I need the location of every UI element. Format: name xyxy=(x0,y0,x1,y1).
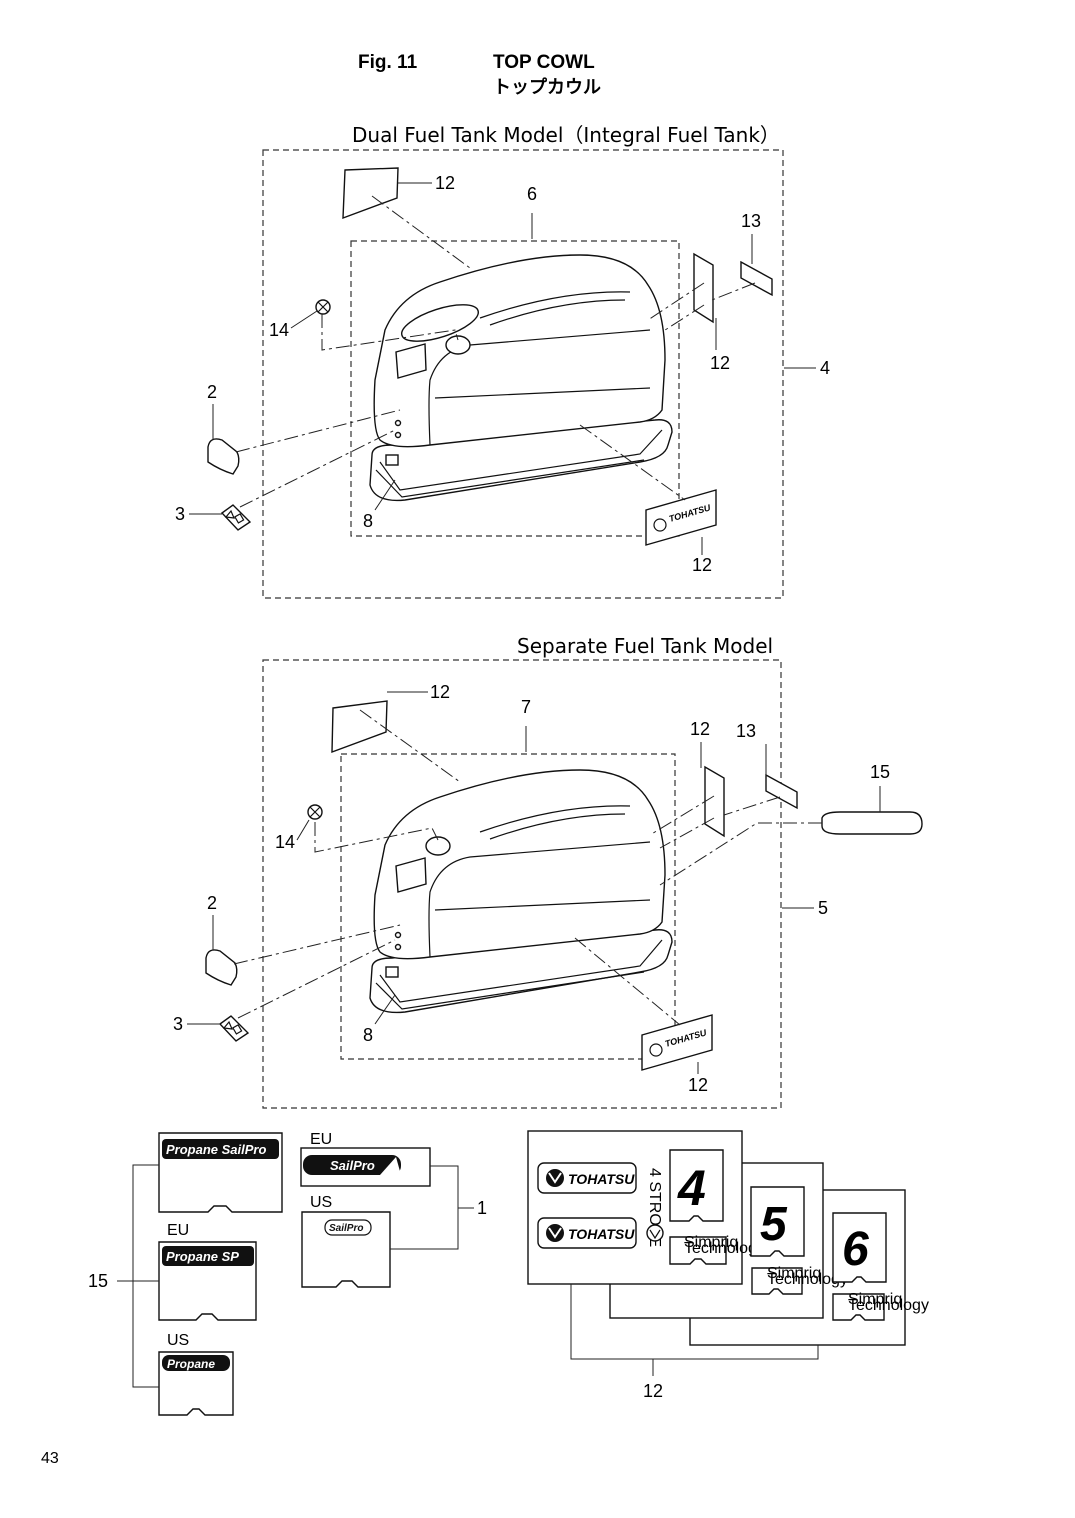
svg-text:4: 4 xyxy=(677,1160,706,1216)
callout-15-decals: 15 xyxy=(88,1271,108,1291)
svg-text:Propane: Propane xyxy=(167,1357,215,1371)
svg-text:Technology: Technology xyxy=(848,1297,929,1314)
region-eu-sailpro: EU xyxy=(310,1131,332,1148)
sheet-4-contents: TOHATSU TOHATSU 4 STROKE 4 Simpriq Techn… xyxy=(537,1149,765,1265)
svg-text:SailPro: SailPro xyxy=(329,1223,363,1234)
top-cowl-dual xyxy=(369,254,673,502)
callout-13-dual: 13 xyxy=(741,211,761,231)
part-2-dual xyxy=(207,438,240,475)
decal-12-side-dual xyxy=(693,252,714,324)
part-15-strip xyxy=(821,811,923,835)
cap-14-dual xyxy=(315,299,331,315)
cap-14-separate xyxy=(307,804,323,820)
decal-3-dual xyxy=(220,504,252,531)
callout-2-dual: 2 xyxy=(207,382,217,402)
group-box-7 xyxy=(340,753,676,1060)
svg-text:SailPro: SailPro xyxy=(330,1158,375,1173)
svg-text:5: 5 xyxy=(760,1198,788,1251)
callout-4: 4 xyxy=(820,358,830,378)
callout-13-separate: 13 xyxy=(736,721,756,741)
decal-3-separate xyxy=(218,1015,250,1042)
figure-title: TOP COWL xyxy=(493,52,595,73)
callout-12-side-separate: 12 xyxy=(690,719,710,739)
decal-13-separate xyxy=(765,773,798,810)
section-title-dual: Dual Fuel Tank Model（Integral Fuel Tank） xyxy=(352,123,780,147)
svg-text:Technology: Technology xyxy=(684,1240,765,1257)
callout-7: 7 xyxy=(521,697,531,717)
callout-12-top-separate: 12 xyxy=(430,682,450,702)
svg-text:Propane SailPro: Propane SailPro xyxy=(166,1142,266,1157)
svg-text:Technology: Technology xyxy=(767,1271,848,1288)
callout-5: 5 xyxy=(818,898,828,918)
callout-2-separate: 2 xyxy=(207,893,217,913)
region-us-sailpro: US xyxy=(310,1194,332,1211)
callout-6: 6 xyxy=(527,184,537,204)
callout-12-side-dual: 12 xyxy=(710,353,730,373)
part-2-separate xyxy=(205,949,238,986)
decal-12-side-separate xyxy=(704,765,725,838)
callout-14-dual: 14 xyxy=(269,320,289,340)
svg-text:Simpriq: Simpriq xyxy=(848,1291,902,1308)
callout-12-decals: 12 xyxy=(643,1381,663,1401)
svg-text:Simpriq: Simpriq xyxy=(684,1234,738,1251)
decal-propane: Propane xyxy=(158,1351,234,1416)
sheet-6-contents: 6 Simpriq Technology xyxy=(832,1212,929,1321)
tohatsu-decal-12-separate: TOHATSU xyxy=(641,1014,713,1071)
figure-title-jp: トップカウル xyxy=(493,76,601,98)
top-cowl-separate xyxy=(369,769,673,1014)
tohatsu-decal-12-dual: TOHATSU xyxy=(645,489,717,546)
section-title-separate: Separate Fuel Tank Model xyxy=(517,634,773,658)
decal-sailpro-eu: SailPro xyxy=(300,1147,431,1187)
decal-sailpro-us: SailPro xyxy=(301,1211,391,1288)
callout-8-separate: 8 xyxy=(363,1025,373,1045)
callout-3-dual: 3 xyxy=(175,504,185,524)
sheet-5-contents: 5 Simpriq Technology xyxy=(750,1186,848,1295)
callout-12-top-dual: 12 xyxy=(435,173,455,193)
callout-15-separate: 15 xyxy=(870,762,890,782)
decal-propane-sailpro: Propane SailPro xyxy=(158,1132,283,1213)
callout-1: 1 xyxy=(477,1198,487,1218)
svg-text:TOHATSU: TOHATSU xyxy=(568,1171,635,1187)
svg-text:TOHATSU: TOHATSU xyxy=(568,1226,635,1242)
region-eu-propane: EU xyxy=(167,1222,189,1239)
figure-number: Fig. 11 xyxy=(358,52,418,73)
region-us-propane: US xyxy=(167,1332,189,1349)
decal-13-dual xyxy=(740,260,773,297)
callout-14-separate: 14 xyxy=(275,832,295,852)
decal-propane-sp: Propane SP xyxy=(158,1241,257,1321)
group-box-4 xyxy=(262,149,784,599)
callout-8-dual: 8 xyxy=(363,511,373,531)
decal-12-top-dual xyxy=(342,167,399,220)
group-box-6 xyxy=(350,240,680,537)
svg-text:6: 6 xyxy=(842,1223,869,1276)
callout-3-separate: 3 xyxy=(173,1014,183,1034)
svg-text:Simpriq: Simpriq xyxy=(767,1265,821,1282)
svg-text:Propane SP: Propane SP xyxy=(166,1249,239,1264)
group-box-5 xyxy=(262,659,782,1109)
callout-12-tohatsu-dual: 12 xyxy=(692,555,712,575)
decal-12-top-separate xyxy=(331,700,388,754)
page-number: 43 xyxy=(41,1450,59,1467)
callout-12-tohatsu-separate: 12 xyxy=(688,1075,708,1095)
